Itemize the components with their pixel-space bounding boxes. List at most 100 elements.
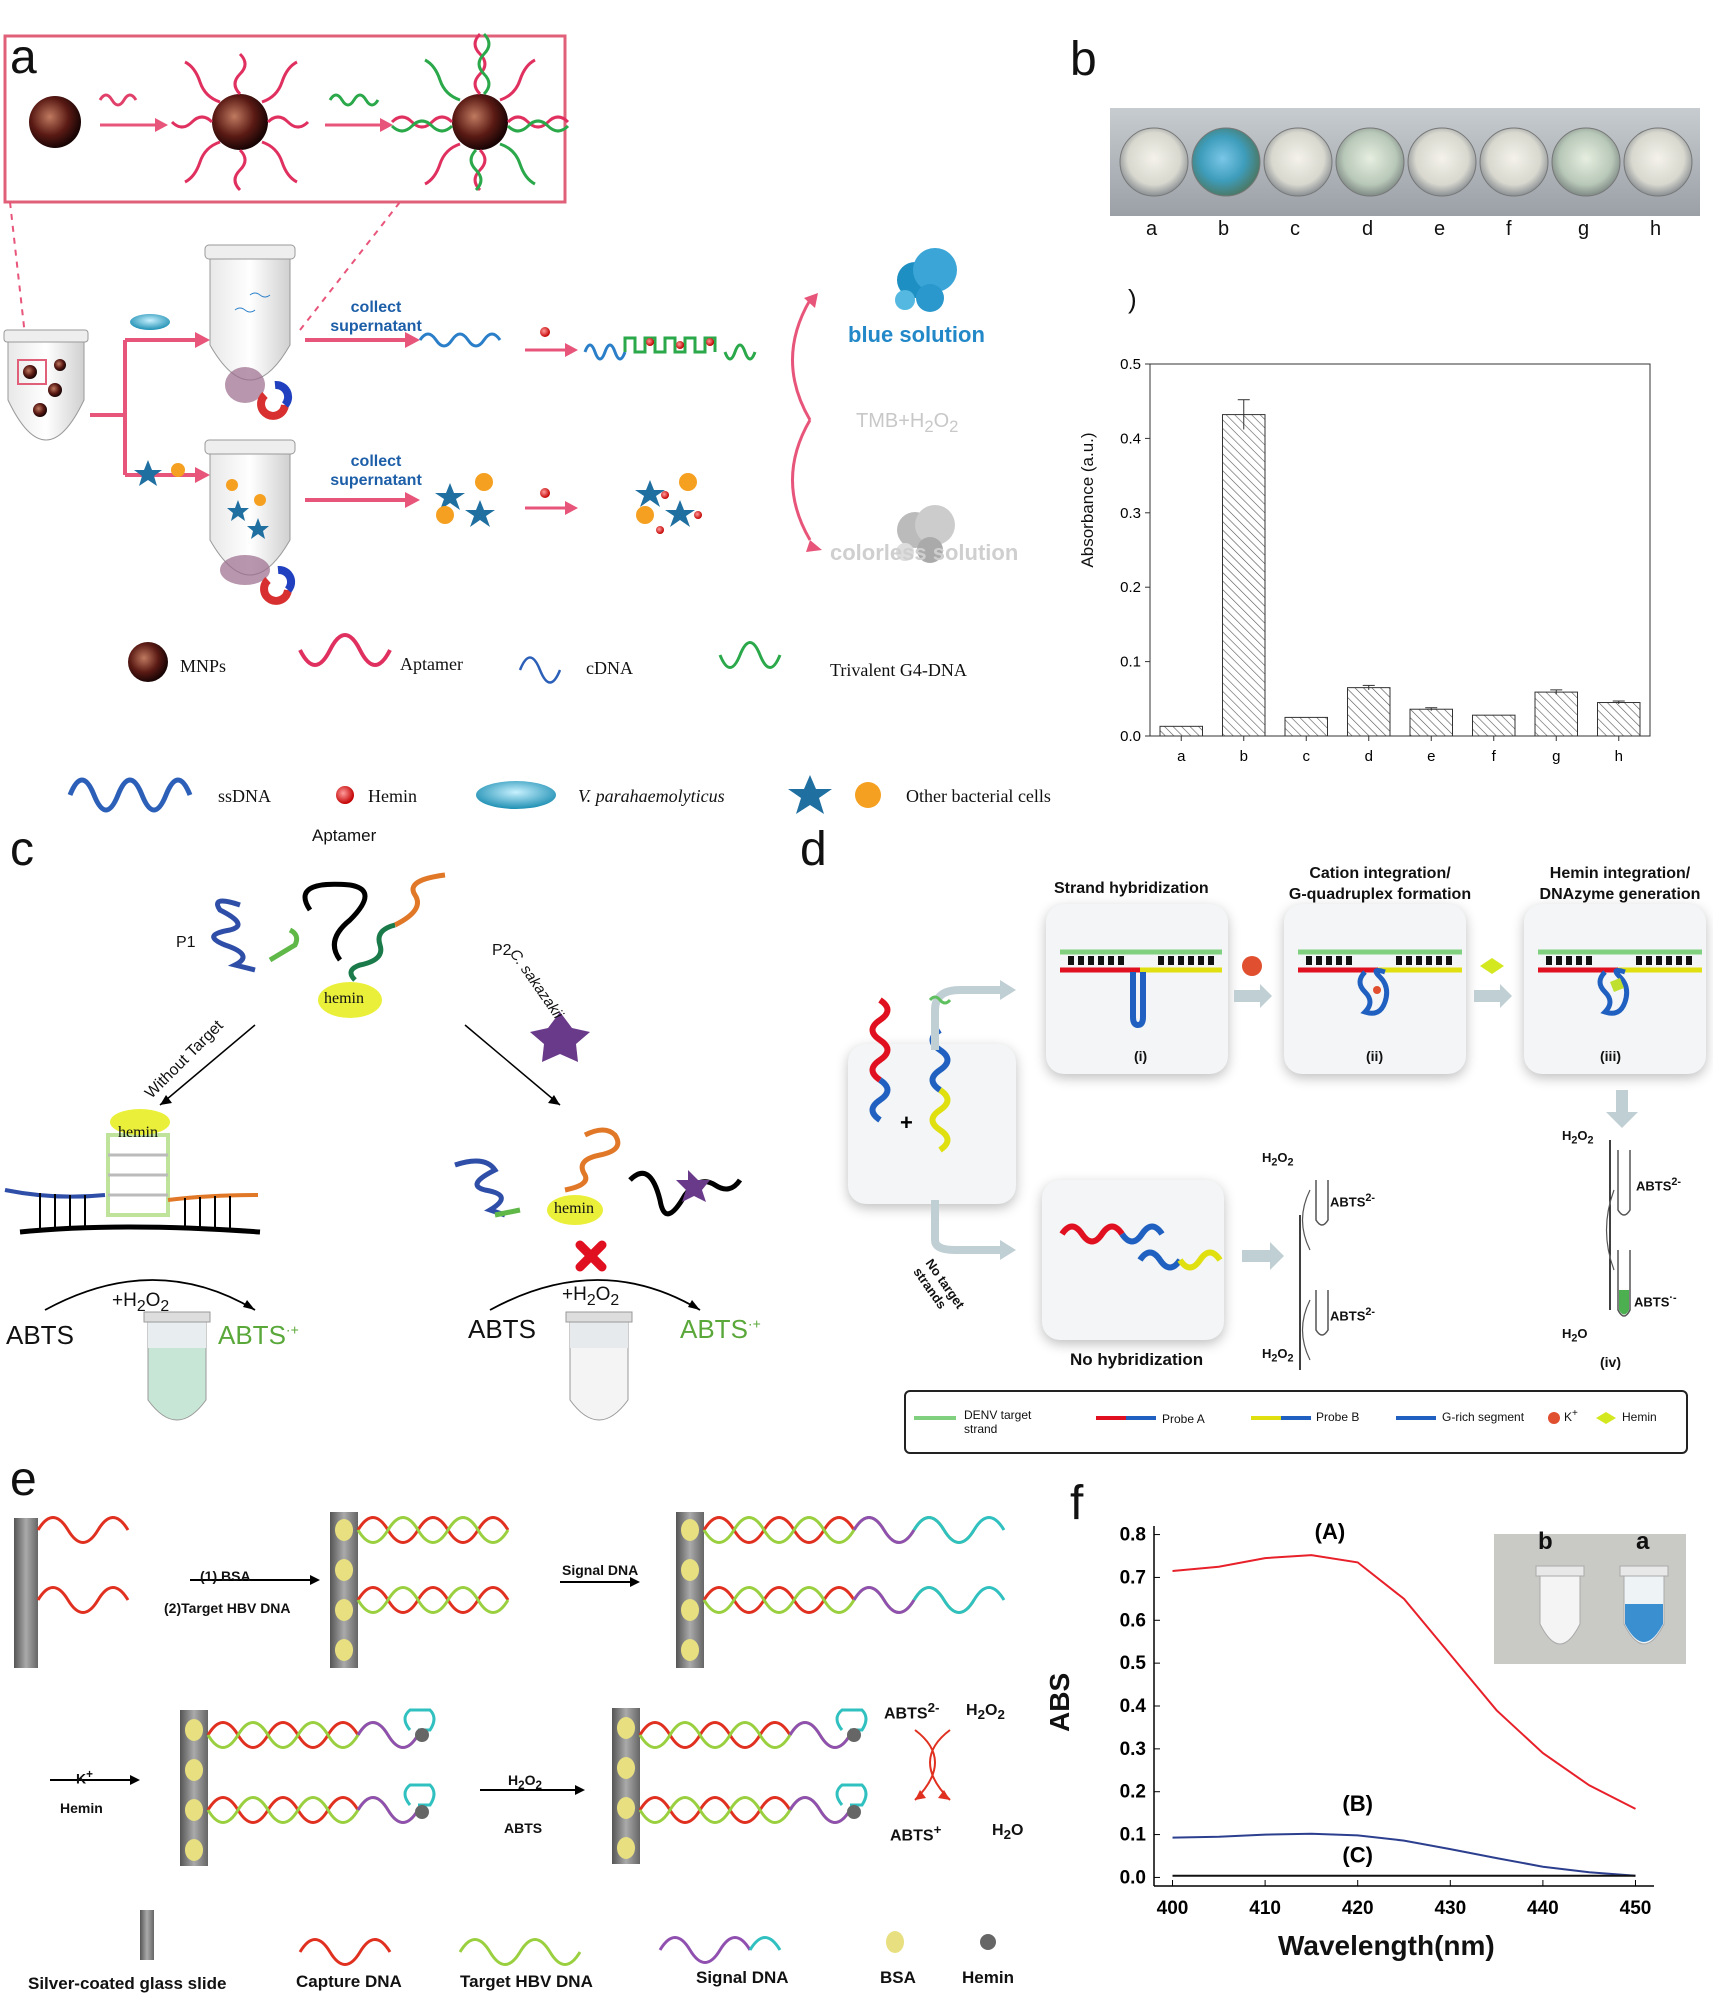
abts-radical-left: ABTS·+ (218, 1320, 299, 1350)
abts2-d1: ABTS2- (1330, 1192, 1376, 1210)
well-label: b (1218, 218, 1230, 240)
h2o2-d2: H2O2 (1262, 1346, 1294, 1365)
well-label: a (1146, 218, 1158, 240)
series-line (1172, 1554, 1636, 1810)
f-ytick-label: 0.3 (1120, 1739, 1146, 1760)
f-ytick-label: 0.8 (1120, 1525, 1146, 1546)
legend-hemin-e: Hemin (962, 1968, 1014, 1987)
h2o-d: H2O (1562, 1326, 1588, 1345)
f-ytick-label: 0.2 (1120, 1782, 1146, 1803)
bar-xtick-label: e (1427, 748, 1435, 765)
well-plate-photo (1110, 108, 1700, 216)
bar (1222, 414, 1266, 737)
well-label: c (1290, 218, 1300, 240)
abts-left: ABTS (6, 1320, 74, 1350)
h2o2-right: +H2O2 (562, 1284, 620, 1309)
f-ytick-label: 0.6 (1120, 1610, 1146, 1631)
f-ytick-label: 0.7 (1120, 1567, 1146, 1588)
legend-slide: Silver-coated glass slide (28, 1974, 227, 1993)
hemin-label-c2: hemin (118, 1124, 158, 1141)
panel-a-label: a (10, 31, 37, 84)
h2o2-d3: H2O2 (1562, 1128, 1594, 1147)
bar (1409, 708, 1453, 737)
step-iii: (iii) (1600, 1048, 1621, 1064)
legend-g4: Trivalent G4-DNA (830, 660, 967, 680)
bar (1347, 687, 1391, 737)
blue-solution-label: blue solution (848, 322, 985, 347)
legend-aptamer: Aptamer (400, 654, 463, 674)
legend-vp: V. parahaemolyticus (578, 786, 725, 806)
well-label: h (1650, 218, 1662, 240)
hemin-label-c3: hemin (554, 1200, 594, 1217)
well-label: e (1434, 218, 1446, 240)
abts-radical-right: ABTS·+ (680, 1314, 761, 1344)
bar-ylabel: Absorbance (a.u.) (1078, 432, 1097, 568)
bar-ytick-label: 0.5 (1120, 356, 1141, 373)
f-ytick-label: 0.5 (1120, 1653, 1147, 1674)
f-xtick-label: 440 (1527, 1898, 1559, 1919)
abts2-label-e: ABTS2- (884, 1700, 940, 1723)
target-step-label: (2)Target HBV DNA (164, 1600, 291, 1616)
paren-label: ) (1128, 284, 1137, 314)
f-xtick-label: 430 (1434, 1898, 1466, 1919)
inset-photo (1494, 1534, 1686, 1664)
abts-right: ABTS (468, 1314, 536, 1344)
bar-xtick-label: a (1177, 748, 1186, 765)
hemin-label-c: hemin (324, 990, 364, 1007)
f-ytick-label: 0.1 (1120, 1825, 1147, 1846)
bar-xtick-label: d (1365, 748, 1373, 765)
well-label: g (1578, 218, 1590, 240)
curve-a-label: (A) (1315, 1519, 1346, 1544)
bar-xtick-label: b (1240, 748, 1248, 765)
h2o2-left: +H2O2 (112, 1290, 170, 1315)
panel-e-diagram (14, 1512, 1006, 1966)
no-hyb-card (1042, 1180, 1224, 1340)
legend-cdna: cDNA (586, 658, 633, 678)
legend-target: Target HBV DNA (460, 1972, 593, 1991)
legend-denv: DENV target strand (964, 1408, 1032, 1437)
bar-xtick-label: g (1552, 748, 1560, 765)
p1-label: P1 (176, 934, 196, 951)
well-label: f (1506, 218, 1512, 240)
legend-probe-b: Probe B (1316, 1410, 1360, 1424)
legend-other: Other bacterial cells (906, 786, 1051, 806)
abtsp-label-e: ABTS+ (890, 1822, 942, 1845)
legend-probe-a: Probe A (1162, 1412, 1205, 1426)
bar-ytick-label: 0.2 (1120, 579, 1141, 596)
inset-b-label: b (1538, 1528, 1553, 1555)
bar (1284, 716, 1328, 737)
bar-ytick-label: 0.3 (1120, 505, 1141, 522)
panel-a-legend-row2 (67, 775, 881, 814)
abts-rad-d: ABTS·- (1634, 1292, 1677, 1310)
bar (1597, 702, 1641, 737)
step-iv: (iv) (1600, 1354, 1621, 1370)
k-step-label: K+ (76, 1768, 93, 1787)
colorless-solution-label: colorless solution (830, 540, 1019, 565)
step2-label: Cation integration/G-quadruplex formatio… (1288, 865, 1472, 903)
no-hybridization-label: No hybridization (1070, 1350, 1204, 1369)
panel-f-label: f (1070, 1477, 1084, 1530)
f-ylabel: ABS (1044, 1672, 1075, 1732)
bar (1159, 725, 1203, 737)
bar (1472, 714, 1516, 737)
svg-text:+: + (900, 1110, 913, 1135)
v-parahaemolyticus-icon (130, 314, 170, 330)
abts2-d3: ABTS2- (1636, 1176, 1682, 1194)
f-ytick-label: 0.0 (1120, 1867, 1146, 1888)
legend-capture: Capture DNA (296, 1972, 402, 1991)
signal-step-label: Signal DNA (562, 1562, 639, 1578)
panel-c-label: c (10, 823, 34, 876)
abts-step-label: ABTS (504, 1820, 543, 1836)
legend-mnps: MNPs (180, 656, 227, 676)
f-xtick-label: 400 (1157, 1898, 1189, 1919)
bar-plot-frame (1149, 363, 1651, 737)
legend-k: K+ (1564, 1408, 1578, 1424)
panel-c-diagram (4, 872, 743, 1421)
step-i: (i) (1134, 1048, 1148, 1064)
f-xlabel: Wavelength(nm) (1278, 1930, 1495, 1961)
bar-ytick-label: 0.0 (1120, 728, 1141, 745)
hemin-step-label: Hemin (60, 1800, 103, 1816)
